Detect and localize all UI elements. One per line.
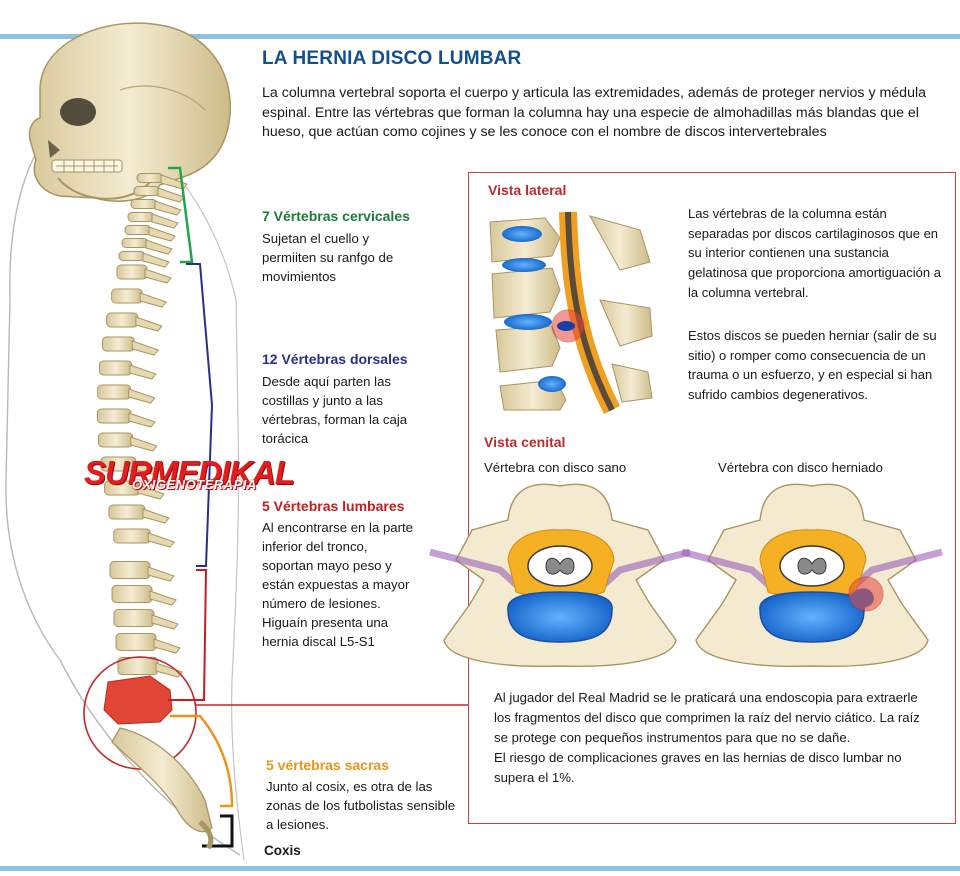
spinous-process [133, 460, 161, 476]
healthy-vertebra-illustration [429, 483, 691, 667]
cenital-view-label: Vista cenital [484, 434, 566, 450]
sacral-text: Junto al cosix, es otra de las zonas de … [266, 779, 456, 832]
lateral-description-1: Las vértebras de la columna están separa… [688, 206, 941, 300]
spinous-process [135, 316, 163, 332]
spinous-process [139, 292, 168, 308]
lumbar-title: 5 Vértebras lumbares [262, 498, 405, 514]
sacral-bracket [170, 714, 234, 808]
skull [28, 22, 231, 202]
spinous-process [145, 239, 173, 255]
dorsal-bracket [186, 263, 214, 567]
spinous-process [147, 532, 176, 548]
spinous-process [128, 412, 156, 428]
spinous-process [142, 508, 170, 524]
zoom-circle [83, 656, 197, 770]
herniated-vertebra-caption: Vértebra con disco herniado [718, 460, 883, 475]
spinous-process [130, 436, 158, 452]
back-outline [231, 419, 245, 861]
dorsal-title: 12 Vértebras dorsales [262, 351, 408, 367]
spinous-process [147, 566, 175, 582]
cervical-text: Sujetan el cuello y permiiten su ranfgo … [262, 231, 394, 284]
spinous-process [154, 200, 182, 216]
surgery-paragraph: Al jugador del Real Madrid se le pratica… [494, 690, 920, 745]
coccyx [198, 820, 214, 850]
cervical-title: 7 Vértebras cervicales [262, 208, 410, 224]
surmedikal-watermark: SURMEDIKAL [84, 454, 295, 491]
herniated-lumbar-vertebrae [103, 675, 173, 725]
sacral-title: 5 vértebras sacras [266, 757, 389, 773]
sacrum [111, 727, 213, 833]
lateral-view-label: Vista lateral [488, 182, 567, 198]
lumbar-text: Al encontrarse en la parte inferior del … [262, 520, 414, 649]
detail-panel [468, 172, 956, 824]
dorsal-text: Desde aquí parten las costillas y junto … [262, 374, 408, 446]
lateral-spine-section [486, 211, 656, 415]
spinous-process [137, 484, 165, 500]
lateral-description-2: Estos discos se pueden herniar (salir de… [688, 328, 937, 403]
top-accent-bar [0, 34, 960, 39]
surgery-description: Al jugador del Real Madrid se le pratica… [494, 688, 924, 788]
spinous-process [148, 226, 176, 242]
body-outline [5, 119, 241, 856]
oxigenoterapia-watermark: OXIGENOTERAPIA [132, 477, 257, 492]
healthy-vertebra-caption: Vértebra con disco sano [484, 460, 627, 475]
spinous-process [157, 187, 185, 203]
spinous-process [151, 614, 179, 630]
cervical-bracket [168, 166, 194, 264]
intro-paragraph: La columna vertebral soporta el cuerpo y… [262, 85, 927, 140]
spinous-process [131, 340, 160, 356]
lumbar-bracket [168, 569, 208, 701]
spinous-process [149, 590, 177, 606]
spinous-process [151, 213, 179, 229]
spinous-process [155, 662, 183, 678]
spinous-process [128, 388, 156, 404]
spinous-process [144, 268, 172, 284]
spinous-process [153, 638, 181, 654]
coccyx-label: Coxis [264, 843, 301, 858]
page-title: LA HERNIA DISCO LUMBAR [262, 48, 522, 69]
coccyx-bracket [202, 814, 234, 848]
herniated-vertebra-illustration [681, 483, 943, 667]
spinous-process [129, 364, 157, 380]
spinous-process [142, 252, 170, 268]
risk-paragraph: El riesgo de complicaciones graves en la… [494, 750, 902, 785]
vertebral-column [96, 173, 188, 678]
bottom-accent-bar [0, 866, 960, 871]
